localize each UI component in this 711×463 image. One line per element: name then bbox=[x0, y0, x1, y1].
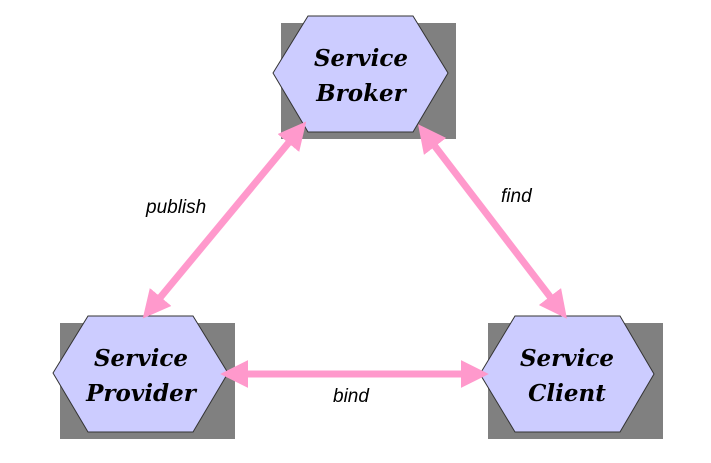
provider-hexagon bbox=[52, 315, 229, 433]
service-client-node: Service Client bbox=[479, 315, 663, 439]
client-label-line2: Client bbox=[528, 380, 606, 407]
broker-label-line2: Broker bbox=[315, 80, 407, 107]
find-arrow bbox=[418, 124, 567, 319]
publish-arrow bbox=[142, 121, 307, 319]
bind-label: bind bbox=[333, 386, 370, 407]
provider-label-line1: Service bbox=[94, 345, 188, 372]
publish-label: publish bbox=[145, 197, 206, 218]
client-hexagon bbox=[479, 315, 655, 433]
broker-label-line1: Service bbox=[314, 45, 408, 72]
client-label-line1: Service bbox=[520, 345, 614, 372]
service-broker-node: Service Broker bbox=[272, 15, 456, 139]
service-provider-node: Service Provider bbox=[52, 315, 235, 439]
find-label: find bbox=[501, 186, 533, 207]
provider-label-line2: Provider bbox=[85, 380, 198, 407]
broker-hexagon bbox=[272, 15, 449, 133]
